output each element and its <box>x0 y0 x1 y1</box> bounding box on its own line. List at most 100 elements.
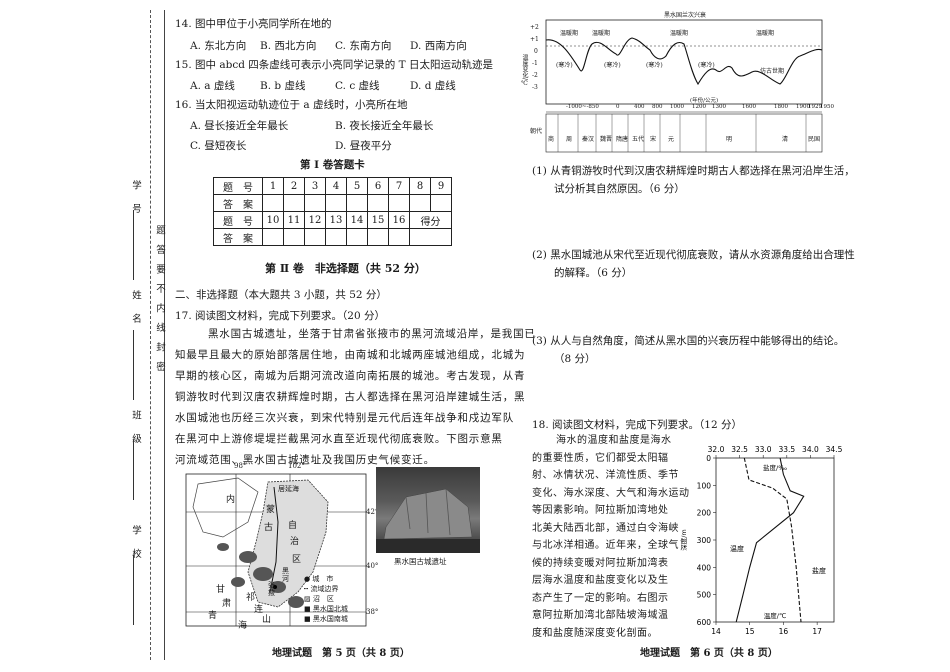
card-answer-cell[interactable] <box>304 228 326 246</box>
map-label: 自 <box>288 521 298 531</box>
card-answer-label: 答 案 <box>213 228 263 246</box>
salinity-series-label: 盐度 <box>812 566 826 575</box>
legend-city-label: 城 市 <box>312 575 334 583</box>
card-answer-cell[interactable] <box>346 228 368 246</box>
map-lat-40: 40° <box>366 562 379 570</box>
q14-stem: 14. 图中甲位于小亮同学所在地的 <box>175 18 332 30</box>
answer-card-table: 题 号 1 2 3 4 5 6 7 8 9 答 案 题 号 10 11 12 1… <box>213 177 452 246</box>
card-answer-cell[interactable] <box>262 228 284 246</box>
card-qnum-4: 4 <box>325 177 347 195</box>
q16-option-a[interactable]: A. 昼长接近全年最长 <box>190 120 289 132</box>
dynasty-label: 民国 <box>808 136 821 143</box>
climate-y-tick: -1 <box>532 60 538 67</box>
temperature-axis-label: 温度/℃ <box>764 611 787 620</box>
dynasty-label: 宋 <box>650 136 657 143</box>
q15-option-c[interactable]: C. c 虚线 <box>335 80 380 92</box>
legend-city: ● 城 市 <box>304 575 334 583</box>
q18-passage-line: 候的持续变暖对阿拉斯加湾表 <box>532 557 669 569</box>
card-answer-cell[interactable] <box>325 228 347 246</box>
school-field[interactable] <box>133 555 134 625</box>
card-answer-cell[interactable] <box>367 228 389 246</box>
legend-boundary: ┅ 流域边界 <box>304 585 339 593</box>
climate-x-tick: 1200 <box>692 104 706 110</box>
salinity-tick-label: 34.5 <box>826 445 843 454</box>
q15-option-b[interactable]: B. b 虚线 <box>260 80 306 92</box>
card-answer-cell[interactable] <box>262 194 284 212</box>
section2-title: 第 Ⅱ 卷 非选择题（共 52 分） <box>265 262 426 275</box>
q17-passage-line: 水国城池也历经三次兴衰，到宋代特别是元代后连年战争和戍边军队 <box>175 412 514 424</box>
q14-option-c[interactable]: C. 东南方向 <box>335 40 392 52</box>
card-answer-cell[interactable] <box>367 194 389 212</box>
climate-y-tick: -2 <box>532 72 538 79</box>
dynasty-label: 明 <box>726 136 733 143</box>
map-lat-38: 38° <box>366 608 379 616</box>
card-answer-cell[interactable] <box>304 194 326 212</box>
legend-swamp: ▨ 沼 区 <box>304 595 334 603</box>
temperature-line <box>735 457 805 623</box>
climate-y-tick: 0 <box>534 48 538 55</box>
q15-option-a[interactable]: A. a 虚线 <box>190 80 235 92</box>
answer-card-title: 第 Ⅰ 卷答题卡 <box>300 159 365 171</box>
dynasty-label: 五代 <box>632 136 645 143</box>
climate-x-tick: 1300 <box>712 104 726 110</box>
card-qnum-15: 15 <box>367 211 389 229</box>
q16-option-b[interactable]: B. 夜长接近全年最长 <box>335 120 434 132</box>
card-answer-cell[interactable] <box>346 194 368 212</box>
q17-passage-line: 早期的核心区，南城为后期河流改道向南拓展的城池。考古发现，从青 <box>175 370 526 382</box>
card-answer-cell[interactable] <box>430 194 452 212</box>
legend-boundary-label: 流域边界 <box>310 585 339 593</box>
map-label: 古 <box>264 523 274 533</box>
school-label: 学校 <box>130 525 141 572</box>
climate-x-tick: -1000~-850 <box>566 104 599 110</box>
climate-x-tick: 0 <box>616 104 620 110</box>
q16-option-d[interactable]: D. 昼夜平分 <box>335 140 392 152</box>
climate-row-label: 朝代 <box>530 128 543 135</box>
q14-option-d[interactable]: D. 西南方向 <box>410 40 467 52</box>
q15-stem: 15. 图中 abcd 四条虚线可表示小亮同学记录的 T 日太阳运动轨迹是 <box>175 59 493 71</box>
card-answer-cell[interactable] <box>388 194 410 212</box>
card-answer-cell[interactable] <box>325 194 347 212</box>
climate-mid-label: 仿古世期 <box>760 68 785 75</box>
temperature-series-label: 温度 <box>730 544 744 553</box>
climate-cold-period: (寒冷) <box>604 62 621 69</box>
q15-option-d[interactable]: D. d 虚线 <box>410 80 456 92</box>
card-answer-cell[interactable] <box>283 228 305 246</box>
climate-warm-period: 温暖期 <box>592 30 611 37</box>
card-header-cell: 题 号 <box>213 177 263 195</box>
q16-option-c[interactable]: C. 昼短夜长 <box>190 140 247 152</box>
depth-tick-label: 500 <box>697 591 712 600</box>
climate-x-label: (年份/公元) <box>690 98 719 104</box>
card-answer-cell[interactable] <box>388 228 410 246</box>
q17-3-line2: （8 分） <box>554 353 596 365</box>
climate-x-tick: 1900 <box>796 104 810 110</box>
name-field[interactable] <box>133 330 134 400</box>
q17-passage-line: 黑水国古城遗址，坐落于甘肃省张掖市的黑河流域沿岸，是我国已 <box>208 328 536 340</box>
card-qnum-8: 8 <box>409 177 431 195</box>
salinity-axis-label: 盐度/‰ <box>763 463 787 472</box>
legend-south-city: ■ 黑水国南城 <box>304 615 348 623</box>
legend-north-city-label: 黑水国北城 <box>312 605 348 613</box>
binding-line-inner <box>164 10 165 660</box>
q14-option-b[interactable]: B. 西北方向 <box>260 40 317 52</box>
page-footer-left: 地理试题 第 5 页（共 8 页） <box>272 648 410 659</box>
q18-passage-line: 态产生了一定的影响。右图示 <box>532 592 669 604</box>
q18-passage-line: 意阿拉斯加湾北部陆坡海域温 <box>532 610 669 621</box>
climate-x-tick: 800 <box>652 104 663 110</box>
card-answer-cell[interactable] <box>409 194 431 212</box>
card-qnum-3: 3 <box>304 177 326 195</box>
q18-passage-line: 与北冰洋相通。近年来，全球气 <box>532 540 679 551</box>
binding-notice: 题答要不内线封密 <box>154 225 165 381</box>
map-lat-42: 42° <box>366 508 379 516</box>
card-qnum-6: 6 <box>367 177 389 195</box>
card-answer-cell[interactable] <box>283 194 305 212</box>
map-label: 海 <box>238 621 248 631</box>
student-id-field[interactable] <box>133 210 134 280</box>
class-field[interactable] <box>133 440 134 500</box>
student-id-label: 学号 <box>130 180 141 227</box>
q14-option-a[interactable]: A. 东北方向 <box>190 40 247 52</box>
q18-passage-line: 层海水温度和盐度变化以及生 <box>532 575 669 586</box>
depth-tick-label: 400 <box>697 563 712 572</box>
card-score-cell[interactable] <box>409 228 452 246</box>
depth-tick-label: 300 <box>697 536 712 545</box>
